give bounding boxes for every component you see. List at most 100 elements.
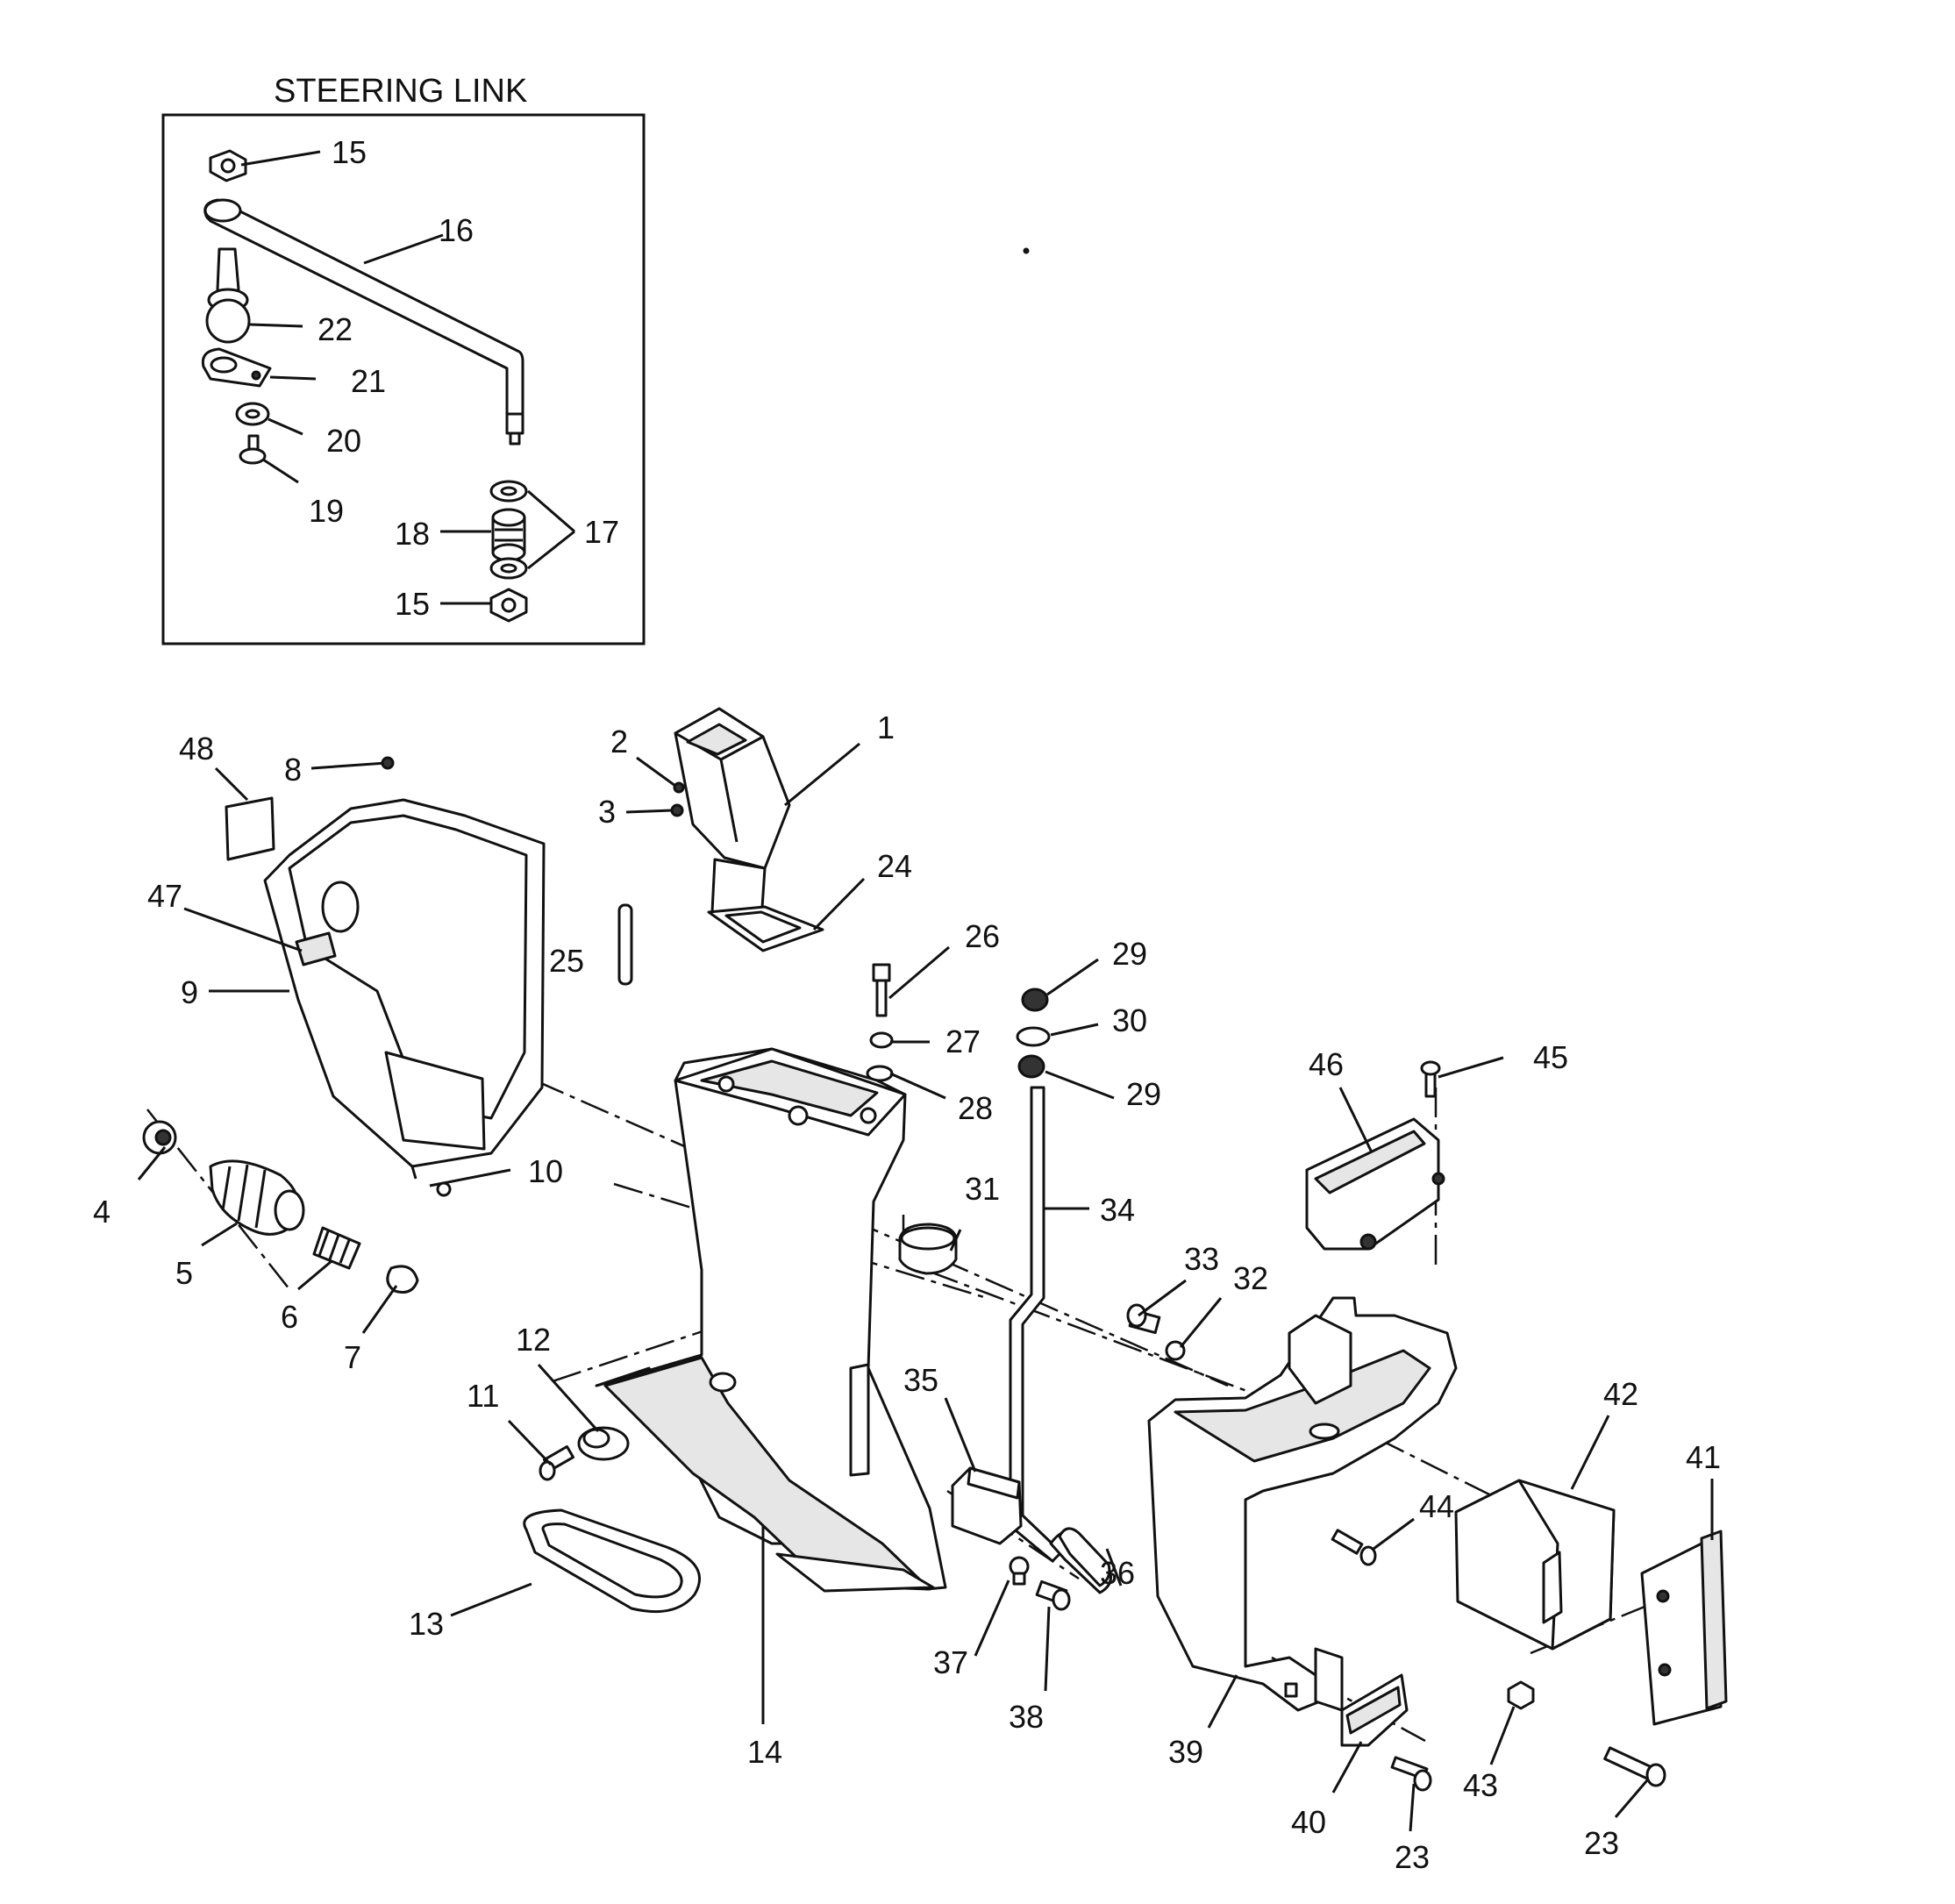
ball-stud-22	[205, 247, 251, 344]
nut-15-bottom	[489, 588, 528, 623]
callout-25: 25	[549, 943, 584, 979]
callout-12: 12	[516, 1322, 551, 1358]
callout-47: 47	[147, 878, 182, 914]
callout-42: 42	[1603, 1376, 1638, 1412]
callout-30: 30	[1112, 1002, 1147, 1038]
cover-41	[1640, 1530, 1728, 1726]
callout-4: 4	[93, 1194, 111, 1230]
callout-39: 39	[1168, 1734, 1203, 1770]
callout-29-top: 29	[1112, 936, 1147, 972]
callout-7: 7	[344, 1339, 361, 1375]
bushing-29-top	[1021, 988, 1049, 1012]
callout-5: 5	[175, 1255, 193, 1291]
screw-3	[670, 803, 684, 817]
steering-link-inset: STEERING LINK	[161, 73, 646, 645]
inset-title: STEERING LINK	[274, 73, 527, 110]
callout-34: 34	[1100, 1192, 1135, 1228]
screw-19	[239, 434, 267, 465]
callout-36: 36	[1100, 1555, 1135, 1591]
callout-9: 9	[181, 974, 198, 1010]
callout-23-left: 23	[1395, 1839, 1430, 1875]
screw-44	[1331, 1529, 1377, 1566]
snap-ring-7	[386, 1265, 419, 1294]
nut-43	[1507, 1680, 1535, 1710]
shift-rod-34	[1009, 1086, 1112, 1594]
callout-1: 1	[877, 710, 895, 745]
cover-42	[1454, 1479, 1616, 1651]
callout-15-bottom: 15	[395, 586, 430, 622]
steering-link-rod-16	[203, 198, 524, 446]
bushing-29-bottom	[1017, 1054, 1045, 1079]
callout-43: 43	[1463, 1767, 1498, 1803]
callout-41: 41	[1686, 1439, 1721, 1475]
callout-22: 22	[318, 311, 353, 347]
callout-10: 10	[528, 1153, 563, 1189]
screw-10	[429, 1168, 511, 1197]
bolt-26	[872, 963, 891, 1017]
clip-37	[1009, 1556, 1030, 1586]
washer-17-top	[489, 480, 528, 503]
screw-11	[539, 1444, 574, 1481]
callout-19: 19	[309, 493, 344, 529]
grommet-4	[142, 1120, 177, 1155]
callout-45: 45	[1533, 1039, 1568, 1075]
inset-frame	[161, 113, 646, 645]
callout-8: 8	[284, 752, 302, 788]
screw-8	[310, 756, 395, 770]
callout-20: 20	[326, 423, 361, 459]
washer-20	[235, 402, 270, 426]
callout-17: 17	[584, 514, 619, 550]
callout-13: 13	[409, 1606, 444, 1642]
callout-15-top: 15	[332, 134, 367, 170]
callout-numbers: 1 2 3 48 8 24 47 25 26 29 30 27 9 28 29 …	[93, 710, 1721, 1875]
lower-housing-39	[1147, 1296, 1458, 1712]
callout-33: 33	[1184, 1241, 1219, 1277]
callout-37: 37	[933, 1644, 968, 1680]
dowel-pin-25	[617, 903, 633, 986]
callout-27: 27	[945, 1023, 981, 1059]
callout-38: 38	[1009, 1699, 1044, 1735]
sleeve-36	[1058, 1527, 1111, 1587]
lockwasher-27	[869, 1031, 894, 1049]
exhaust-gasket-24	[707, 905, 824, 952]
callout-31: 31	[965, 1171, 1000, 1207]
leader-lines	[137, 742, 1714, 1832]
callout-40: 40	[1291, 1804, 1326, 1840]
bushing-18	[491, 508, 526, 562]
bolt-33	[1126, 1303, 1161, 1335]
callout-23-right: 23	[1584, 1825, 1619, 1861]
speck	[1023, 247, 1030, 254]
screw-2	[673, 781, 685, 794]
callout-2: 2	[610, 724, 628, 759]
bolt-23-right	[1603, 1746, 1666, 1787]
washer-30	[1016, 1026, 1051, 1047]
callout-46: 46	[1309, 1046, 1344, 1082]
callout-48: 48	[179, 731, 214, 767]
callout-16: 16	[439, 212, 474, 248]
callout-26: 26	[965, 918, 1000, 954]
callout-3: 3	[598, 794, 616, 830]
callout-21: 21	[351, 363, 386, 399]
callout-24: 24	[877, 848, 912, 884]
plug-12	[577, 1426, 630, 1461]
callout-44: 44	[1419, 1488, 1454, 1524]
callout-11: 11	[467, 1378, 499, 1414]
callout-29-bottom: 29	[1126, 1076, 1161, 1112]
spring-6	[312, 1226, 361, 1270]
driveshaft-housing-14	[595, 1047, 947, 1593]
seal-carrier-5	[209, 1159, 305, 1236]
seal-13	[523, 1508, 702, 1614]
callout-14: 14	[747, 1734, 782, 1770]
callout-35: 35	[903, 1362, 938, 1398]
mount-31	[898, 1223, 958, 1275]
cover-35	[951, 1466, 1023, 1545]
plate-46	[1305, 1117, 1445, 1251]
decal-48	[225, 796, 275, 861]
nut-15-top	[209, 149, 247, 182]
callout-32: 32	[1233, 1260, 1268, 1296]
exhaust-tube-1	[674, 707, 791, 923]
washer-17-bottom	[489, 557, 528, 580]
spacer-housing-9	[263, 798, 546, 1180]
callout-18: 18	[395, 516, 430, 552]
